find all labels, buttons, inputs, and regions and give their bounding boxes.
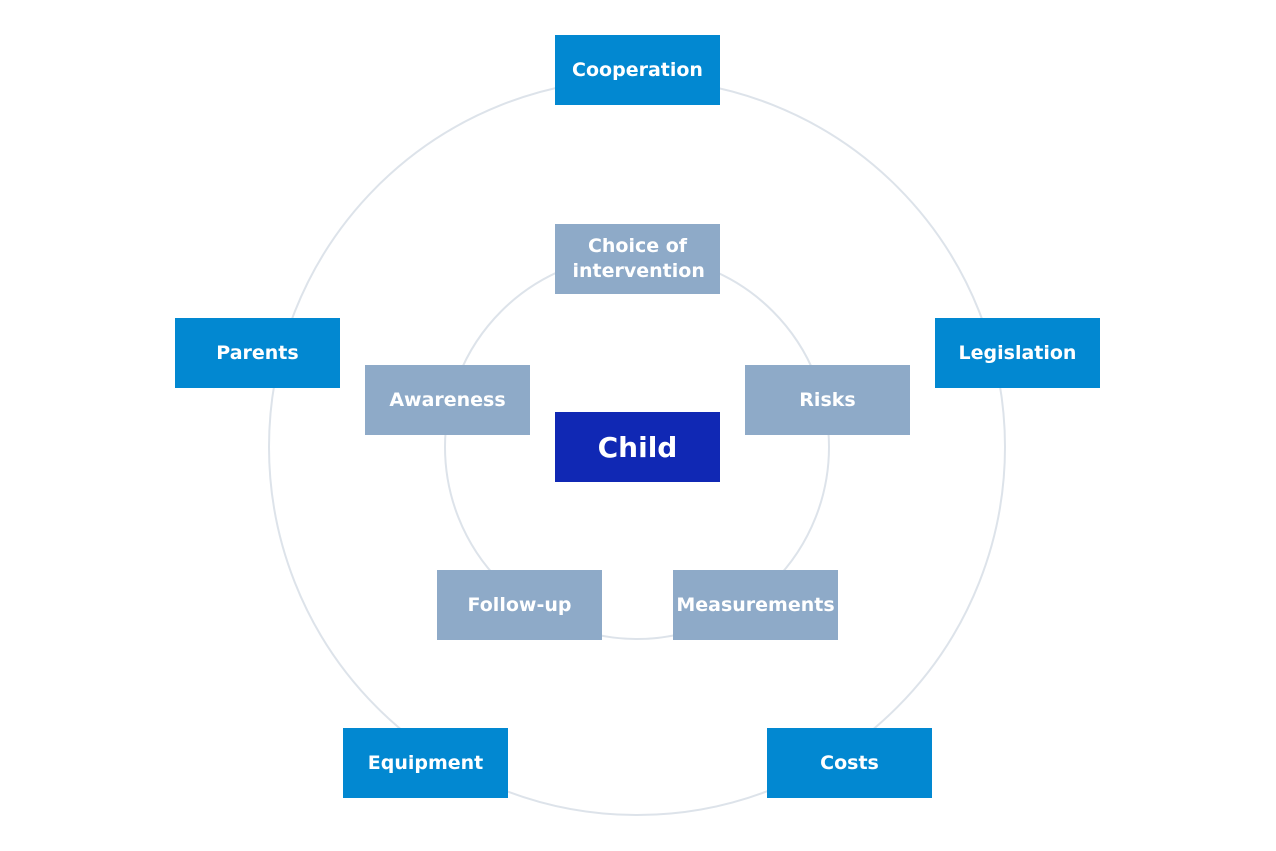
node-label: Choice of intervention [572, 235, 705, 282]
node-label: Equipment [367, 751, 484, 774]
node-label: Parents [216, 341, 299, 364]
node-label: Costs [820, 751, 879, 774]
node-choice-of-intervention: Choice of intervention [555, 224, 720, 294]
node-equipment: Equipment [343, 728, 508, 798]
node-child: Child [555, 412, 720, 482]
node-label: Awareness [389, 388, 506, 411]
node-label: Cooperation [572, 58, 703, 81]
node-follow-up: Follow-up [437, 570, 602, 640]
node-risks: Risks [745, 365, 910, 435]
node-label: Legislation [958, 341, 1077, 364]
node-awareness: Awareness [365, 365, 530, 435]
node-cooperation: Cooperation [555, 35, 720, 105]
node-legislation: Legislation [935, 318, 1100, 388]
node-costs: Costs [767, 728, 932, 798]
node-parents: Parents [175, 318, 340, 388]
node-measurements: Measurements [673, 570, 838, 640]
node-label: Risks [799, 388, 856, 411]
center-label: Child [597, 430, 678, 464]
node-label: Measurements [676, 593, 835, 616]
node-label: Follow-up [467, 593, 572, 616]
